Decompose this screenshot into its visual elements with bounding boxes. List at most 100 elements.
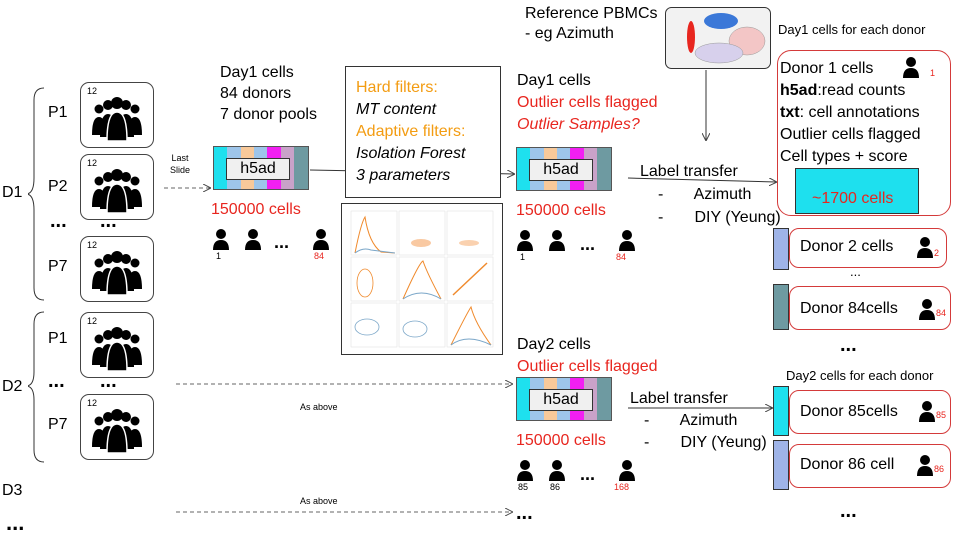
- pool-number: 12: [87, 158, 98, 168]
- person-icon: [517, 460, 533, 481]
- person-icon: [919, 299, 935, 320]
- pool-dots-left-d2: ...: [48, 370, 65, 392]
- donor-more-dots: ...: [840, 334, 857, 356]
- cells-count-box: [795, 168, 919, 214]
- donor-85-card: [789, 390, 951, 434]
- pool-number: 12: [87, 398, 98, 408]
- donor-84-title: Donor 84cells: [800, 300, 898, 317]
- day1-info-line1: Day1 cells: [220, 64, 294, 81]
- h5ad-file: h5ad: [516, 377, 612, 421]
- label-transfer-item1: - Azimuth: [658, 186, 752, 203]
- day1-mid-title: Day1 cells: [517, 72, 591, 89]
- hard-filter-item: MT content: [356, 101, 437, 118]
- pool-label-p1-d2: P1: [48, 330, 68, 347]
- donor-86-num: 86: [934, 464, 945, 474]
- row-label-d2: D2: [2, 378, 23, 395]
- person-icon: [517, 230, 533, 251]
- person-icon: [549, 460, 565, 481]
- person-icon: [549, 230, 565, 251]
- as-above-d3: As above: [300, 496, 338, 506]
- label-transfer-text: Label transfer - Azimuth - DIY (Yeung): [640, 160, 781, 229]
- pool-label-p7: P7: [48, 258, 68, 275]
- donor-gap-dots: ...: [850, 264, 861, 279]
- day2-more-dots: ...: [840, 500, 857, 522]
- brace-d2: [28, 311, 45, 463]
- donor-86-title: Donor 86 cell: [800, 456, 895, 473]
- label-transfer-item1: - Azimuth: [644, 412, 738, 429]
- day1-mid-text: Day1 cells Outlier cells flagged Outlier…: [517, 70, 658, 136]
- donor-1-title: Donor 1 cells: [780, 60, 874, 77]
- day3-mid-dots: ...: [516, 502, 533, 524]
- pool-number: 12: [87, 240, 98, 250]
- filters-box: [345, 66, 501, 198]
- pool-number: 12: [87, 316, 98, 326]
- pool-card: 12: [80, 82, 154, 148]
- reference-line1: Reference PBMCs: [525, 5, 658, 22]
- reference-line2: - eg Azimuth: [525, 25, 614, 42]
- people-group-icon: [92, 97, 142, 142]
- day1-info-line3: 7 donor pools: [220, 106, 317, 123]
- person-ellipsis: ...: [580, 234, 596, 254]
- people-group-icon: [92, 409, 142, 454]
- txt-annotations: txt: cell annotations: [780, 104, 920, 121]
- day1-info: Day1 cells 84 donors 7 donor pools: [220, 62, 317, 125]
- ellipse-blob-icon: [665, 7, 771, 69]
- person-icon: [619, 230, 635, 251]
- row-label-d1: D1: [2, 184, 23, 201]
- adaptive-filter-item2: 3 parameters: [356, 167, 451, 184]
- donor-num-86: 86: [550, 482, 561, 492]
- day1-right-header: Day1 cells for each donor: [778, 22, 926, 37]
- day1-outlier-flag: Outlier cells flagged: [517, 94, 658, 111]
- label-transfer-item2: - DIY (Yeung): [644, 434, 767, 451]
- day2-outlier-flag: Outlier cells flagged: [517, 358, 658, 375]
- pool-dots-right-d2: ...: [100, 370, 117, 392]
- label-transfer-item2: - DIY (Yeung): [658, 209, 781, 226]
- reference-title: Reference PBMCs - eg Azimuth: [525, 4, 658, 44]
- donor-num-first: 1: [216, 251, 222, 261]
- filters-text: Hard filters: MT content Adaptive filter…: [356, 77, 465, 187]
- last-slide-line2: Slide: [170, 165, 191, 175]
- cell-count-mid: 150000 cells: [516, 202, 606, 219]
- label-transfer-text-day2: Label transfer - Azimuth - DIY (Yeung): [630, 388, 767, 454]
- pool-label-p7-d2: P7: [48, 416, 68, 433]
- donor-2-num: 2: [934, 248, 940, 258]
- day2-right-header: Day2 cells for each donor: [786, 368, 934, 383]
- pool-dots-right: ...: [100, 210, 117, 232]
- person-icon: [919, 401, 935, 422]
- person-ellipsis: ...: [274, 232, 290, 252]
- people-group-icon: [92, 251, 142, 296]
- adaptive-filter-item1: Isolation Forest: [356, 145, 466, 162]
- donor-2-card: [789, 228, 947, 268]
- person-ellipsis: ...: [580, 464, 596, 484]
- label-transfer-title: Label transfer: [640, 163, 738, 180]
- donor-1-num: 1: [930, 68, 936, 78]
- person-icon: [213, 229, 229, 250]
- pool-label-p2: P2: [48, 178, 68, 195]
- donor-86-sidebar: [773, 440, 789, 490]
- pool-card: 12: [80, 394, 154, 460]
- outlier-cells-flagged: Outlier cells flagged: [780, 126, 921, 143]
- day2-mid-title: Day2 cells: [517, 336, 591, 353]
- pool-dots-left: ...: [50, 210, 67, 232]
- cells-count-text: ~1700 cells: [812, 190, 894, 207]
- person-icon: [313, 229, 329, 250]
- last-slide-note: Last Slide: [170, 152, 190, 176]
- people-group-icon: [92, 169, 142, 214]
- cell-types-score: Cell types + score: [780, 148, 908, 165]
- brace-d1: [28, 87, 45, 301]
- donor-2-title: Donor 2 cells: [800, 238, 894, 255]
- people-group-icon: [92, 327, 142, 372]
- h5ad-file: h5ad: [516, 147, 612, 191]
- h5ad-label: h5ad: [226, 158, 290, 180]
- donor-86-card: [789, 444, 951, 488]
- adaptive-filters-title: Adaptive filters:: [356, 123, 466, 140]
- person-icon: [619, 460, 635, 481]
- pool-card: 12: [80, 236, 154, 302]
- pool-label-p1: P1: [48, 104, 68, 121]
- person-icon: [917, 237, 933, 258]
- donor-84-num: 84: [936, 308, 947, 318]
- donor-num-168: 168: [614, 482, 630, 492]
- donor-1-details: Donor 1 cells h5ad:read counts txt: cell…: [780, 58, 921, 168]
- day1-info-line2: 84 donors: [220, 85, 292, 102]
